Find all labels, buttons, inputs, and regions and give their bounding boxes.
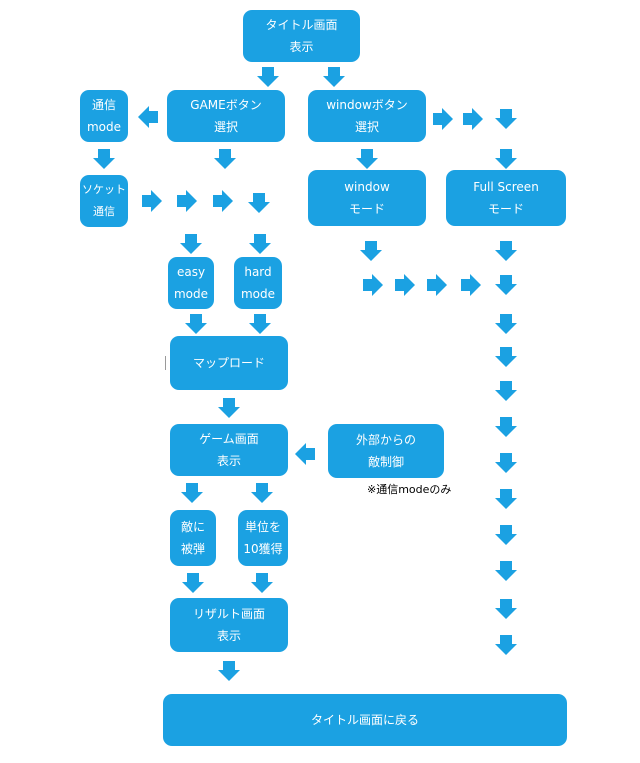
- arrow-down-icon: [218, 397, 240, 419]
- arrow-down-icon: [495, 108, 517, 130]
- return-title-box: タイトル画面に戻る: [163, 694, 567, 746]
- title-screen-line1: タイトル画面: [265, 18, 338, 32]
- arrow-right-icon: [176, 190, 198, 212]
- arrow-down-icon: [218, 660, 240, 682]
- arrow-down-icon: [495, 274, 517, 296]
- result-screen-line2: 表示: [216, 629, 241, 643]
- result-screen-line1: リザルト画面: [192, 607, 265, 621]
- hard-mode-line2: mode: [240, 287, 276, 301]
- socket-comm-box: ソケット 通信: [80, 175, 128, 227]
- get-points-box: 単位を 10獲得: [238, 510, 288, 566]
- title-screen-box: タイトル画面 表示: [243, 10, 360, 62]
- window-button-line2: 選択: [354, 120, 379, 134]
- game-screen-box: ゲーム画面 表示: [170, 424, 288, 476]
- arrow-right-icon: [362, 274, 384, 296]
- arrow-down-icon: [323, 66, 345, 88]
- arrow-down-icon: [181, 482, 203, 504]
- arrow-down-icon: [495, 346, 517, 368]
- fullscreen-mode-box: Full Screen モード: [446, 170, 566, 226]
- enemy-control-line1: 外部からの: [355, 433, 416, 447]
- arrow-down-icon: [495, 148, 517, 170]
- arrow-down-icon: [495, 524, 517, 546]
- window-button-line1: windowボタン: [326, 98, 408, 112]
- comm-mode-box: 通信 mode: [80, 90, 128, 142]
- window-mode-box: window モード: [308, 170, 426, 226]
- fullscreen-mode-line1: Full Screen: [473, 180, 539, 194]
- window-button-box: windowボタン 選択: [308, 90, 426, 142]
- arrow-down-icon: [495, 313, 517, 335]
- game-screen-line1: ゲーム画面: [199, 432, 259, 446]
- arrow-down-icon: [249, 233, 271, 255]
- arrow-down-icon: [495, 560, 517, 582]
- arrow-down-icon: [495, 634, 517, 656]
- return-title-line1: タイトル画面に戻る: [310, 713, 419, 727]
- get-points-line2: 10獲得: [243, 542, 283, 556]
- arrow-right-icon: [432, 108, 454, 130]
- window-mode-line1: window: [344, 180, 390, 194]
- arrow-down-icon: [182, 572, 204, 594]
- easy-mode-box: easy mode: [168, 257, 214, 309]
- arrow-down-icon: [180, 233, 202, 255]
- arrow-down-icon: [251, 482, 273, 504]
- result-screen-box: リザルト画面 表示: [170, 598, 288, 652]
- arrow-down-icon: [251, 572, 273, 594]
- map-load-box: マップロード: [170, 336, 288, 390]
- arrow-down-icon: [93, 148, 115, 170]
- arrow-down-icon: [185, 313, 207, 335]
- stray-tick-mark: [165, 356, 166, 370]
- fullscreen-mode-line2: モード: [487, 202, 524, 216]
- arrow-down-icon: [257, 66, 279, 88]
- arrow-down-icon: [495, 240, 517, 262]
- arrow-down-icon: [495, 416, 517, 438]
- hit-by-enemy-line2: 被弾: [180, 542, 205, 556]
- game-screen-line2: 表示: [216, 454, 241, 468]
- enemy-control-line2: 敵制御: [367, 455, 404, 469]
- arrow-left-icon: [137, 106, 159, 128]
- arrow-down-icon: [248, 192, 270, 214]
- arrow-down-icon: [495, 380, 517, 402]
- socket-comm-line2: 通信: [93, 205, 115, 218]
- enemy-control-box: 外部からの 敵制御: [328, 424, 444, 478]
- comm-mode-line1: 通信: [91, 98, 116, 112]
- comm-only-note: ※通信modeのみ: [367, 483, 452, 496]
- arrow-right-icon: [462, 108, 484, 130]
- easy-mode-line2: mode: [173, 287, 209, 301]
- title-screen-line2: 表示: [289, 40, 314, 54]
- hard-mode-box: hard mode: [234, 257, 282, 309]
- game-button-box: GAMEボタン 選択: [167, 90, 285, 142]
- arrow-down-icon: [356, 148, 378, 170]
- get-points-line1: 単位を: [244, 520, 281, 534]
- arrow-right-icon: [460, 274, 482, 296]
- socket-comm-line1: ソケット: [82, 183, 126, 196]
- arrow-right-icon: [426, 274, 448, 296]
- game-button-line2: 選択: [213, 120, 238, 134]
- arrow-down-icon: [214, 148, 236, 170]
- window-mode-line2: モード: [348, 202, 385, 216]
- game-button-line1: GAMEボタン: [190, 98, 262, 112]
- arrow-left-icon: [294, 443, 316, 465]
- arrow-right-icon: [394, 274, 416, 296]
- hard-mode-line1: hard: [244, 265, 272, 279]
- map-load-line1: マップロード: [192, 356, 265, 370]
- comm-mode-line2: mode: [86, 120, 122, 134]
- arrow-right-icon: [212, 190, 234, 212]
- hit-by-enemy-box: 敵に 被弾: [170, 510, 216, 566]
- hit-by-enemy-line1: 敵に: [180, 520, 205, 534]
- arrow-down-icon: [495, 452, 517, 474]
- arrow-right-icon: [141, 190, 163, 212]
- arrow-down-icon: [495, 488, 517, 510]
- arrow-down-icon: [249, 313, 271, 335]
- easy-mode-line1: easy: [176, 265, 206, 279]
- arrow-down-icon: [360, 240, 382, 262]
- arrow-down-icon: [495, 598, 517, 620]
